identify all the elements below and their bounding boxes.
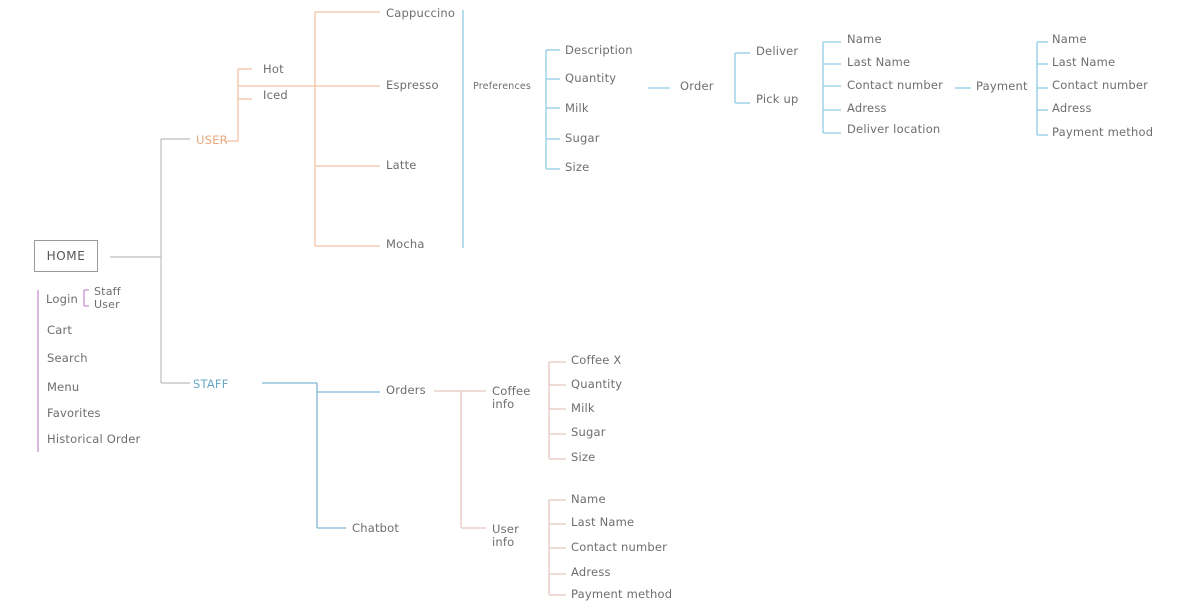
menu-item-search: Search	[47, 351, 88, 365]
payment-field-method: Payment method	[1052, 125, 1154, 139]
coffee-info-coffee: Coffee X	[571, 353, 622, 367]
menu-item-menu: Menu	[47, 380, 80, 394]
coffee-info-size: Size	[571, 450, 596, 464]
deliver-field-last-name: Last Name	[847, 55, 911, 69]
deliver-field-name: Name	[847, 32, 882, 46]
staff-info-connectors	[434, 361, 566, 596]
order-node: Order	[680, 79, 714, 93]
preference-milk: Milk	[565, 101, 589, 115]
payment-field-last-name: Last Name	[1052, 55, 1116, 69]
temp-iced: Iced	[263, 88, 288, 102]
preference-size: Size	[565, 160, 590, 174]
user-info-payment-method: Payment method	[571, 587, 673, 601]
user-info-name: Name	[571, 492, 606, 506]
payment-node: Payment	[976, 79, 1028, 93]
deliver-field-location: Deliver location	[847, 122, 941, 136]
drink-cappuccino: Cappuccino	[386, 6, 456, 20]
user-connectors	[226, 11, 380, 247]
coffee-info-milk: Milk	[571, 401, 595, 415]
home-connectors	[110, 138, 190, 384]
preference-connectors	[462, 10, 1048, 248]
preference-sugar: Sugar	[565, 131, 600, 145]
login-option-staff: Staff	[94, 285, 121, 298]
home-menu-connectors	[37, 289, 89, 452]
preference-quantity: Quantity	[565, 71, 617, 85]
order-pickup: Pick up	[756, 92, 799, 106]
deliver-field-contact: Contact number	[847, 78, 944, 92]
coffee-info-label-line2: info	[492, 397, 515, 411]
preference-description: Description	[565, 43, 633, 57]
login-node: Login	[46, 292, 79, 306]
menu-item-favorites: Favorites	[47, 406, 101, 420]
drink-mocha: Mocha	[386, 237, 425, 251]
temp-hot: Hot	[263, 62, 284, 76]
payment-field-name: Name	[1052, 32, 1087, 46]
user-info-label-line2: info	[492, 535, 515, 549]
deliver-field-adress: Adress	[847, 101, 887, 115]
home-node: HOME	[34, 240, 98, 272]
payment-field-contact: Contact number	[1052, 78, 1149, 92]
user-info-adress: Adress	[571, 565, 611, 579]
drink-espresso: Espresso	[386, 78, 439, 92]
preferences-node: Preferences	[473, 81, 532, 92]
coffee-info-sugar: Sugar	[571, 425, 606, 439]
staff-orders: Orders	[386, 383, 426, 397]
staff-connectors	[262, 382, 380, 529]
coffee-info-quantity: Quantity	[571, 377, 623, 391]
menu-item-cart: Cart	[47, 323, 73, 337]
user-node: USER	[196, 133, 228, 147]
payment-field-adress: Adress	[1052, 101, 1092, 115]
drink-latte: Latte	[386, 158, 417, 172]
staff-chatbot: Chatbot	[352, 521, 400, 535]
order-deliver: Deliver	[756, 44, 799, 58]
login-option-user: User	[94, 298, 120, 311]
user-info-last-name: Last Name	[571, 515, 635, 529]
coffee-info-label-line1: Coffee	[492, 384, 531, 398]
staff-node: STAFF	[193, 377, 229, 391]
menu-item-historical-order: Historical Order	[47, 432, 141, 446]
user-info-label-line1: User	[492, 522, 520, 536]
user-info-contact: Contact number	[571, 540, 668, 554]
